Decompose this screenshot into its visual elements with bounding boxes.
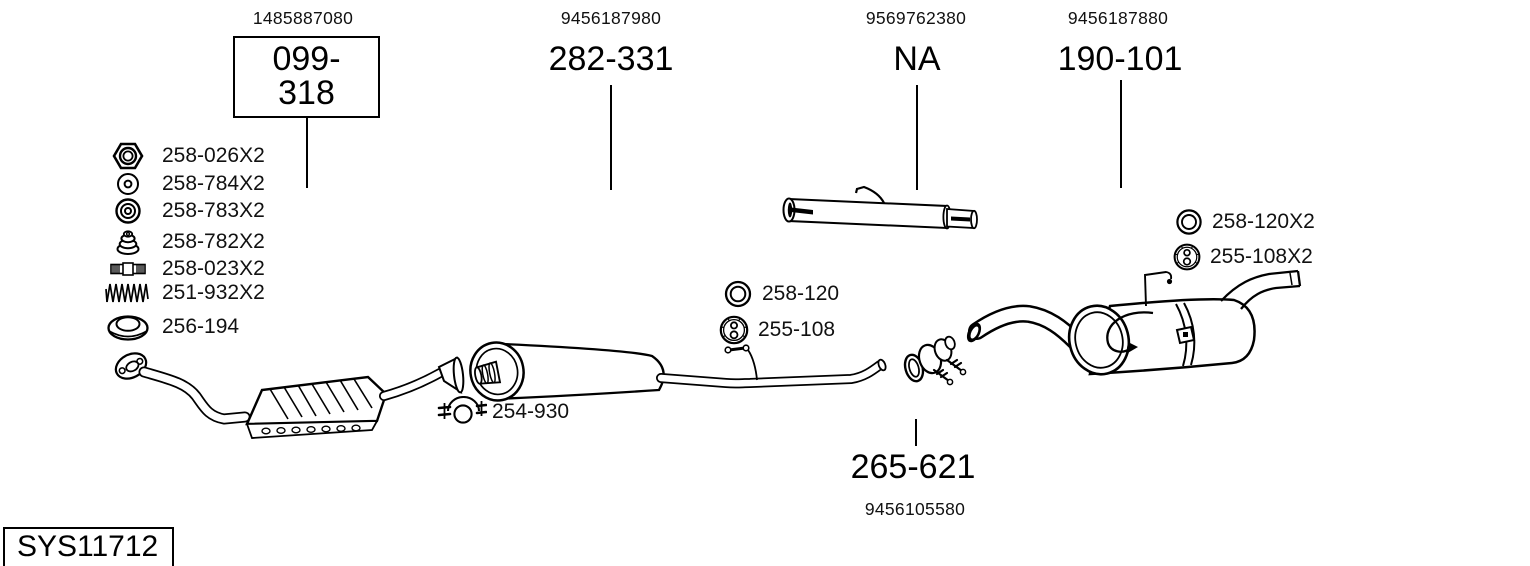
part-code: 255-108X2	[1210, 245, 1313, 268]
part-code: 251-932X2	[162, 281, 265, 304]
part-code: 258-782X2	[162, 230, 265, 253]
sealing-ring-icon	[720, 279, 756, 309]
center-tailpipe-drawing	[656, 358, 887, 389]
part-code: 258-120	[762, 282, 840, 305]
part-code: 255-108	[758, 318, 836, 341]
part-code: 258-783X2	[162, 199, 265, 222]
part-row: 258-026X2	[102, 140, 265, 172]
part-row: 258-784X2	[102, 168, 265, 200]
part-row: 258-783X2	[102, 195, 265, 227]
catalytic-converter-drawing	[245, 375, 388, 439]
part-row: 258-120X2	[1172, 206, 1315, 238]
part-code: 258-026X2	[162, 144, 265, 167]
assembly-ref-1: 1485887080	[252, 8, 354, 28]
system-code-box: SYS11712	[3, 527, 175, 566]
part-code: 254-930	[492, 400, 570, 423]
grommet-icon	[102, 196, 154, 226]
front-pipe-drawing	[138, 366, 251, 425]
coupling-ref: 9456105580	[864, 499, 966, 519]
exhaust-clamp-icon	[436, 396, 488, 428]
leader-lines	[306, 80, 1122, 446]
part-row: 258-023X2	[102, 253, 265, 285]
cone-seal-icon	[102, 226, 154, 258]
sealing-ring-icon	[1172, 207, 1206, 237]
part-row: 251-932X2	[102, 277, 265, 309]
assembly-code-2: 282-331	[548, 40, 674, 78]
part-row: 254-930	[436, 396, 569, 428]
assembly-ref-4: 9456187880	[1067, 8, 1169, 28]
rubber-hanger-icon	[1170, 242, 1204, 272]
rear-pipe-drawing	[966, 304, 1084, 350]
assembly-code-3: NA	[893, 40, 941, 78]
part-row: 255-108X2	[1170, 241, 1313, 273]
rubber-hanger-icon	[716, 314, 752, 346]
part-row: 258-120	[720, 278, 839, 310]
part-code: 256-194	[162, 315, 240, 338]
washer-icon	[102, 170, 154, 198]
front-flange-drawing	[114, 352, 148, 380]
bolt-icon	[102, 260, 154, 278]
na-pipe-drawing	[782, 185, 978, 230]
part-row: 258-782X2	[102, 226, 265, 258]
spring-icon	[102, 281, 154, 305]
gasket-ring-icon	[102, 311, 154, 343]
assembly-ref-2: 9456187980	[560, 8, 662, 28]
part-code: 258-784X2	[162, 172, 265, 195]
assembly-code-box-1: 099-318	[233, 36, 380, 118]
assembly-ref-3: 9569762380	[865, 8, 967, 28]
assembly-code-4: 190-101	[1057, 40, 1183, 78]
part-code: 258-023X2	[162, 257, 265, 280]
part-row: 256-194	[102, 311, 239, 343]
rear-muffler-drawing	[1067, 269, 1302, 376]
part-row: 255-108	[716, 314, 835, 346]
coupling-code: 265-621	[850, 448, 976, 486]
flare-connector-drawing	[379, 356, 465, 401]
center-muffler-drawing	[469, 341, 665, 402]
flex-coupling-drawing	[903, 335, 967, 386]
part-code: 258-120X2	[1212, 210, 1315, 233]
hanger-pin-drawing	[724, 344, 758, 381]
hex-nut-icon	[102, 140, 154, 172]
